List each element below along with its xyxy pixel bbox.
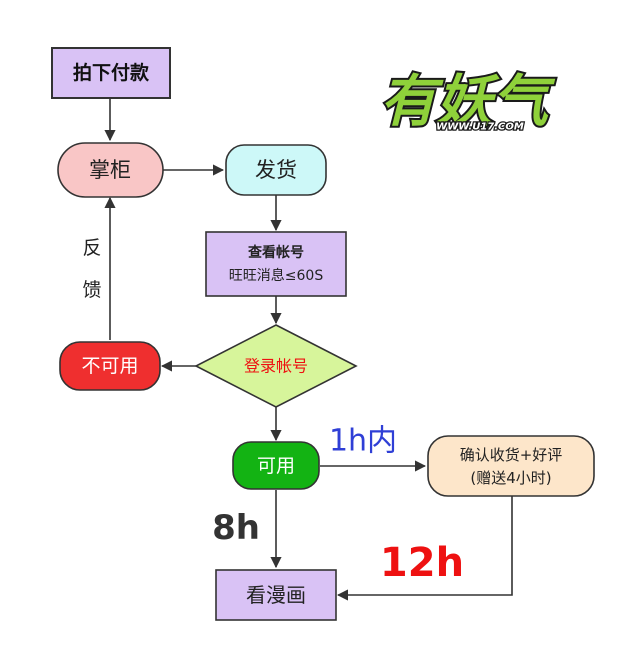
logo-url: WWW.U17.COM (436, 122, 524, 133)
label-feedback-2: 馈 (82, 279, 101, 301)
node-read-comic: 看漫画 (215, 569, 337, 621)
node-check-account: 查看帐号 旺旺消息≤60S (205, 231, 347, 297)
node-confirm-line1: 确认收货+好评 (460, 446, 563, 464)
node-shopkeeper: 掌柜 (57, 142, 164, 198)
edge-confirm-to-read (336, 496, 513, 601)
logo-text: 有妖气 (380, 70, 556, 135)
node-shopkeeper-label: 掌柜 (89, 158, 131, 182)
node-check-line1: 查看帐号 (248, 244, 304, 261)
node-confirm: 确认收货+好评 (赠送4小时) (427, 435, 595, 497)
node-ship: 发货 (225, 144, 327, 196)
connectors (104, 98, 513, 601)
label-12h: 12h (380, 540, 464, 586)
node-confirm-line2: (赠送4小时) (470, 469, 551, 487)
node-login-label: 登录帐号 (244, 357, 308, 376)
node-login: 登录帐号 (194, 324, 358, 408)
node-available-label: 可用 (257, 455, 295, 477)
node-unavailable: 不可用 (59, 341, 161, 391)
node-ship-label: 发货 (255, 158, 297, 182)
label-within-1h: 1h内 (329, 424, 397, 459)
label-8h: 8h (212, 508, 260, 548)
node-pay-label: 拍下付款 (73, 61, 150, 84)
node-check-line2: 旺旺消息≤60S (229, 267, 324, 284)
label-feedback-1: 反 (82, 237, 101, 259)
node-read-comic-label: 看漫画 (246, 583, 306, 607)
node-available: 可用 (232, 441, 320, 490)
u17-logo: 有妖气 WWW.U17.COM (378, 68, 558, 137)
node-unavailable-label: 不可用 (81, 355, 138, 377)
node-pay: 拍下付款 (51, 47, 171, 99)
